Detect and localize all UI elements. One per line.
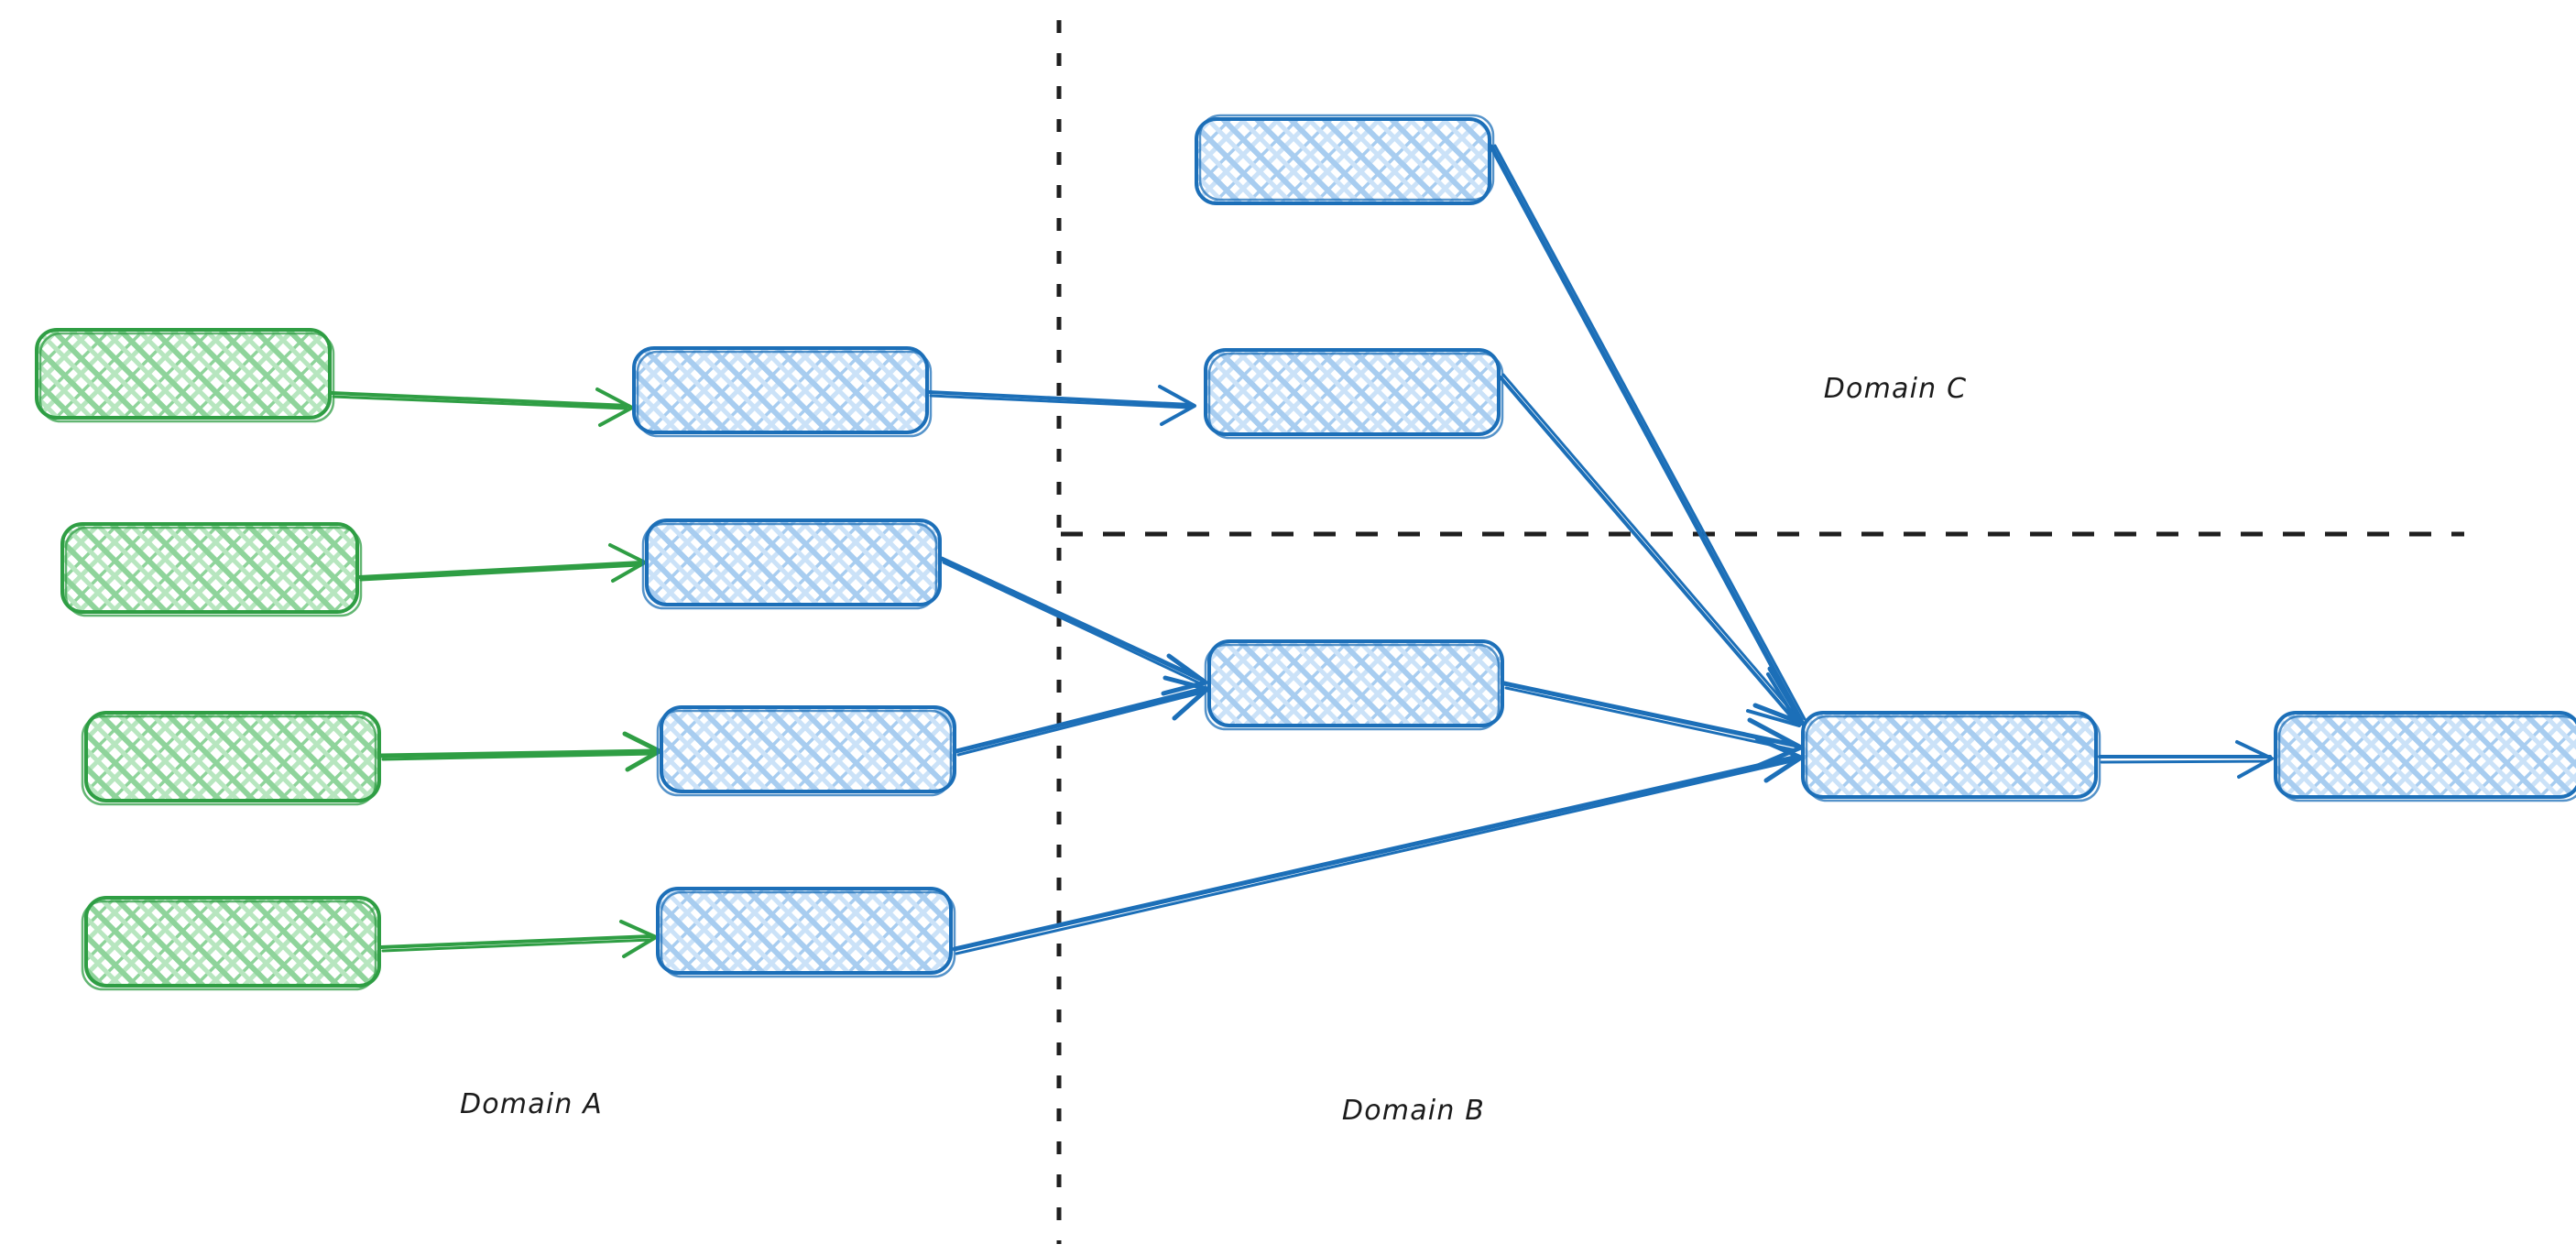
edge-b4-d1 xyxy=(952,736,1804,955)
node-a4[interactable] xyxy=(81,896,381,991)
edge-c3-d1 xyxy=(1501,681,1804,770)
edge-c1-d1 xyxy=(1489,144,1806,726)
domain-label-layer: Domain A Domain B Domain C xyxy=(460,373,1968,1127)
divider-layer xyxy=(1056,20,2464,1244)
domain-label-c: Domain C xyxy=(1824,373,1968,405)
node-a2[interactable] xyxy=(60,522,363,617)
node-a1[interactable] xyxy=(35,328,335,423)
node-c1[interactable] xyxy=(1195,114,1495,205)
node-b3[interactable] xyxy=(656,705,956,797)
edge-a1-b1 xyxy=(330,387,634,427)
node-d1[interactable] xyxy=(1801,711,2101,802)
edge-a2-b2 xyxy=(357,543,647,583)
node-b1[interactable] xyxy=(632,346,933,438)
edge-c2-d1 xyxy=(1499,373,1802,727)
edge-b2-c3 xyxy=(939,556,1208,696)
edge-a4-b4 xyxy=(379,920,658,958)
node-b4[interactable] xyxy=(656,887,956,978)
edge-b3-c3 xyxy=(954,675,1210,757)
domain-label-b: Domain B xyxy=(1342,1095,1485,1127)
node-layer xyxy=(35,114,2576,991)
edge-d1-e1 xyxy=(2098,740,2274,779)
node-b2[interactable] xyxy=(641,518,942,610)
domain-label-a: Domain A xyxy=(460,1088,603,1120)
node-c2[interactable] xyxy=(1204,348,1504,440)
edge-b1-c2 xyxy=(927,385,1196,426)
node-c3[interactable] xyxy=(1204,639,1504,731)
edge-a3-b3 xyxy=(378,731,662,772)
edge-layer xyxy=(330,144,2274,958)
node-a3[interactable] xyxy=(81,711,381,806)
node-e1[interactable] xyxy=(2274,711,2576,802)
